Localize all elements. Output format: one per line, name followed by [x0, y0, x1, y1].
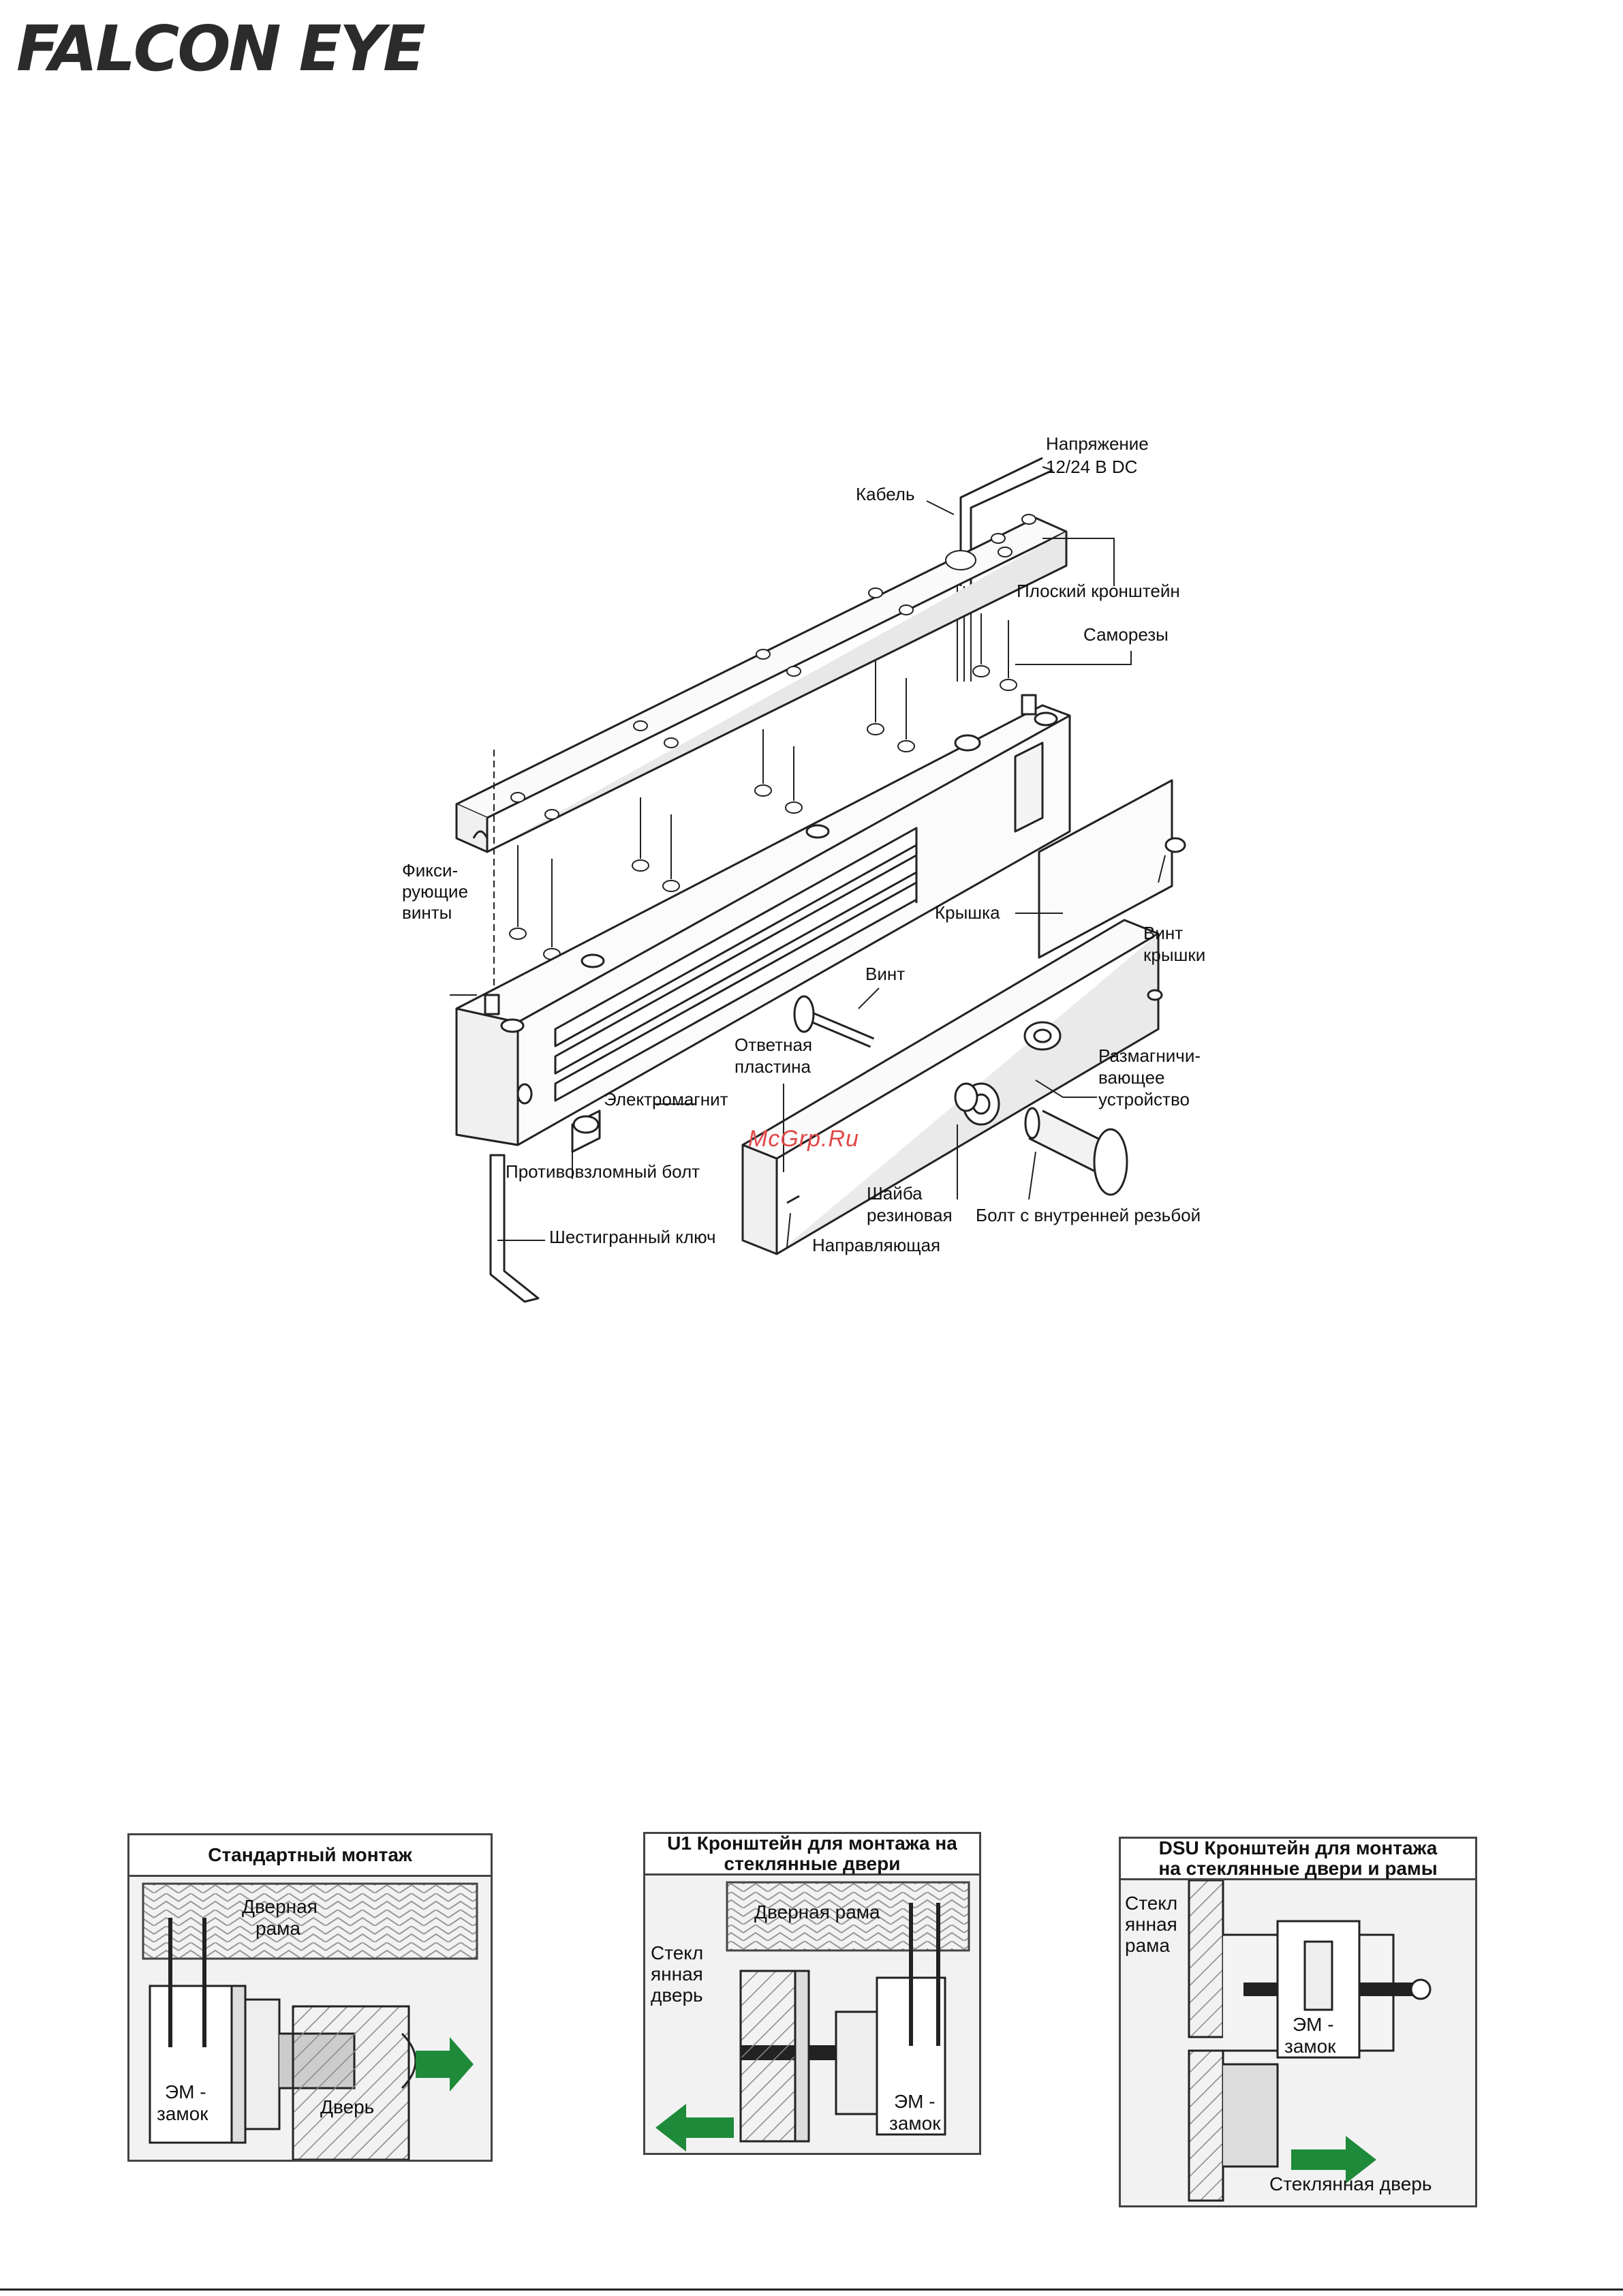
dsu-mount-title: DSU Кронштейн для монтажа на стеклянные …	[1121, 1837, 1475, 1880]
dsu-glass-door-label: Стеклянная дверь	[1269, 2173, 1432, 2194]
door-direction-arrow	[655, 2104, 734, 2152]
demagnetizer-label-line3: устройство	[1098, 1089, 1190, 1109]
u1-mount-panel: U1 Кронштейн для монтажа на стеклянные д…	[643, 1832, 981, 2155]
u1-door-frame-label: Дверная рама	[754, 1901, 880, 1923]
u1-glass-door-line3: дверь	[651, 1985, 703, 2006]
armature-plate-label-line2: пластина	[735, 1056, 811, 1077]
guide-label: Направляющая	[812, 1235, 941, 1255]
u1-glass-door-line2: янная	[651, 1963, 703, 1985]
fixing-screws-label-line1: Фикси-	[402, 860, 459, 881]
u1-em-lock-line1: ЭМ -	[894, 2091, 936, 2112]
standard-em-lock-line1: ЭМ -	[165, 2081, 206, 2102]
standard-door-frame-line1: Дверная	[242, 1896, 318, 1917]
flat-bracket-label: Плоский кронштейн	[1017, 581, 1180, 601]
u1-mount-title: U1 Кронштейн для монтажа на стеклянные д…	[645, 1833, 979, 1876]
cable-label: Кабель	[856, 484, 915, 504]
dsu-em-lock-line1: ЭМ -	[1293, 2014, 1334, 2035]
dsu-em-lock-line2: замок	[1284, 2036, 1336, 2057]
self-tapping-screws-label: Саморезы	[1083, 624, 1169, 645]
door-direction-arrow	[1291, 2136, 1376, 2184]
cover-screw-label-line1: Винт	[1143, 923, 1184, 943]
standard-mount-panel: Стандартный монтаж Дверная рама ЭМ - зам…	[127, 1833, 493, 2162]
dsu-title-line2: на стеклянные двери и рамы	[1158, 1858, 1438, 1879]
dsu-mount-drawing	[1188, 1880, 1432, 2202]
fixing-screws-label-line3: винты	[402, 902, 452, 923]
u1-em-lock-line2: замок	[889, 2113, 941, 2134]
standard-door-label: Дверь	[320, 2096, 375, 2117]
door-direction-arrow	[416, 2037, 474, 2092]
standard-door-frame-line2: рама	[256, 1918, 300, 1939]
dsu-glass-frame-line2: янная	[1125, 1914, 1177, 1935]
standard-mount-drawing	[142, 1882, 478, 2160]
demagnetizer-label-line1: Размагничи-	[1098, 1045, 1201, 1066]
dsu-mount-panel: DSU Кронштейн для монтажа на стеклянные …	[1119, 1837, 1477, 2207]
dsu-title-line1: DSU Кронштейн для монтажа	[1158, 1837, 1438, 1858]
dsu-glass-frame-line1: Стекл	[1125, 1893, 1178, 1914]
threaded-bolt-label: Болт с внутренней резьбой	[976, 1205, 1201, 1225]
voltage-label-line1: Напряжение	[1046, 433, 1149, 454]
cover-screw-label-line2: крышки	[1143, 945, 1206, 965]
cover-label: Крышка	[935, 902, 1000, 923]
standard-em-lock-line2: замок	[157, 2103, 208, 2124]
hex-key-label: Шестигранный ключ	[549, 1227, 716, 1247]
u1-title-line2: стеклянные двери	[724, 1853, 901, 1874]
falcon-eye-logo: FALCON EYE	[16, 12, 426, 85]
rubber-washer-label-line2: резиновая	[867, 1205, 953, 1225]
standard-mount-title: Стандартный монтаж	[129, 1835, 491, 1877]
u1-mount-drawing	[655, 1881, 970, 2152]
bottom-rule	[0, 2289, 1623, 2291]
u1-title-line1: U1 Кронштейн для монтажа на	[667, 1833, 957, 1854]
voltage-label-line2: 12/24 В DC	[1046, 457, 1138, 477]
armature-plate-label-line1: Ответная	[735, 1035, 813, 1055]
watermark: McGrp.Ru	[748, 1126, 859, 1152]
screw-label: Винт	[865, 964, 906, 984]
rubber-washer-label-line1: Шайба	[867, 1183, 923, 1204]
dsu-glass-frame-line3: рама	[1125, 1935, 1170, 1956]
electromagnet-label: Электромагнит	[604, 1089, 728, 1109]
u1-glass-door-line1: Стекл	[651, 1942, 704, 1963]
fixing-screws-label-line2: рующие	[402, 881, 469, 902]
anti-tamper-bolt-label: Противовзломный болт	[506, 1161, 700, 1182]
demagnetizer-label-line2: вающее	[1098, 1067, 1165, 1088]
